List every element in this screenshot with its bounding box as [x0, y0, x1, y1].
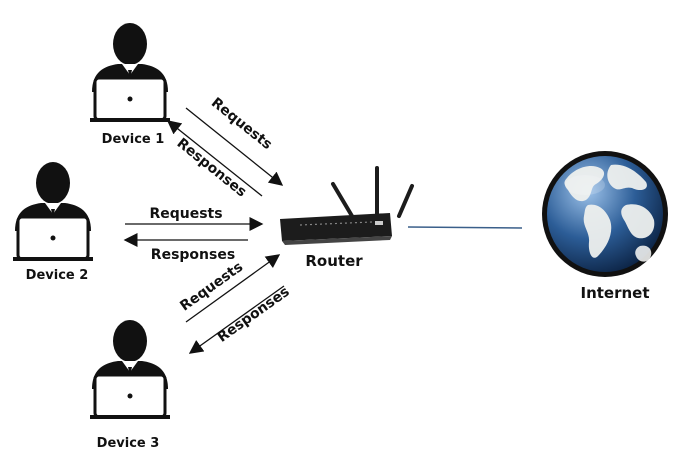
device-1: Device 1 [88, 21, 172, 147]
internet: Internet [542, 151, 668, 302]
device-3-responses-arrow [188, 285, 285, 354]
device-1-responses-label: Responses [174, 135, 250, 200]
device-3-requests-arrow [185, 254, 281, 323]
user-with-laptop-icon [88, 21, 172, 124]
device-2-responses-label: Responses [151, 247, 235, 263]
wireless-router-icon [280, 166, 414, 245]
router: Router [280, 166, 414, 270]
device-2: Device 2 [11, 160, 95, 283]
device-3: Device 3 [88, 318, 172, 451]
device-2-requests-label: Requests [149, 206, 222, 222]
router-label: Router [305, 252, 363, 270]
device-2-label: Device 2 [26, 268, 89, 283]
user-with-laptop-icon [88, 318, 172, 421]
device-1-requests-label: Requests [208, 95, 275, 153]
device-1-responses-arrow [166, 120, 263, 197]
device-3-label: Device 3 [97, 436, 160, 451]
router-internet-link [407, 226, 523, 229]
device-1-requests-arrow [185, 107, 284, 186]
device-1-label: Device 1 [102, 132, 165, 147]
user-with-laptop-icon [11, 160, 95, 263]
globe-icon [542, 151, 668, 277]
internet-label: Internet [580, 284, 649, 302]
